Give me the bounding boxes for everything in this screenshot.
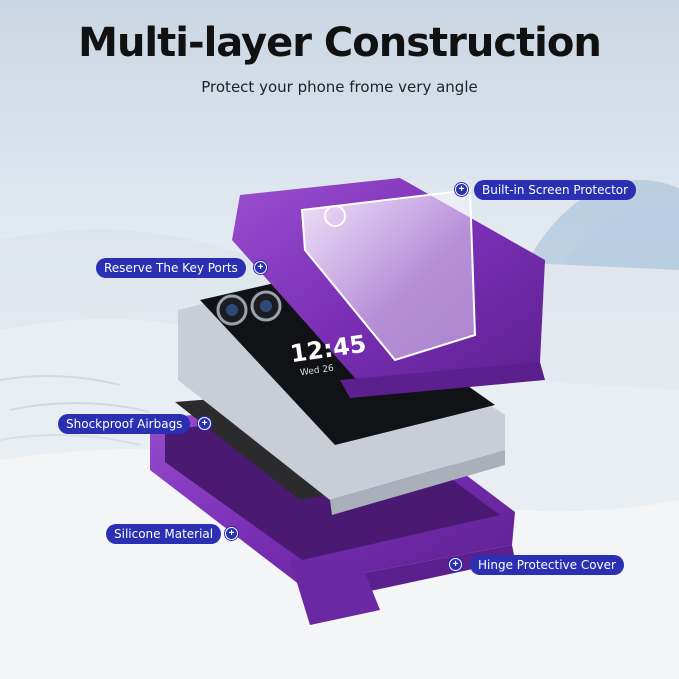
plus-icon: + <box>449 558 462 571</box>
callout-hinge: Hinge Protective Cover <box>470 555 624 575</box>
plus-icon: + <box>198 417 211 430</box>
page-subtitle: Protect your phone frome very angle <box>201 78 478 96</box>
callout-key-ports: Reserve The Key Ports <box>96 258 246 278</box>
plus-icon: + <box>225 527 238 540</box>
plus-icon: + <box>254 261 267 274</box>
callout-screen-protector: Built-in Screen Protector <box>474 180 637 200</box>
callout-airbags: Shockproof Airbags <box>58 414 191 434</box>
callout-silicone: Silicone Material <box>106 524 222 544</box>
screen-protector-glass <box>300 188 477 362</box>
page-title: Multi-layer Construction <box>78 20 602 66</box>
plus-icon: + <box>455 183 468 196</box>
